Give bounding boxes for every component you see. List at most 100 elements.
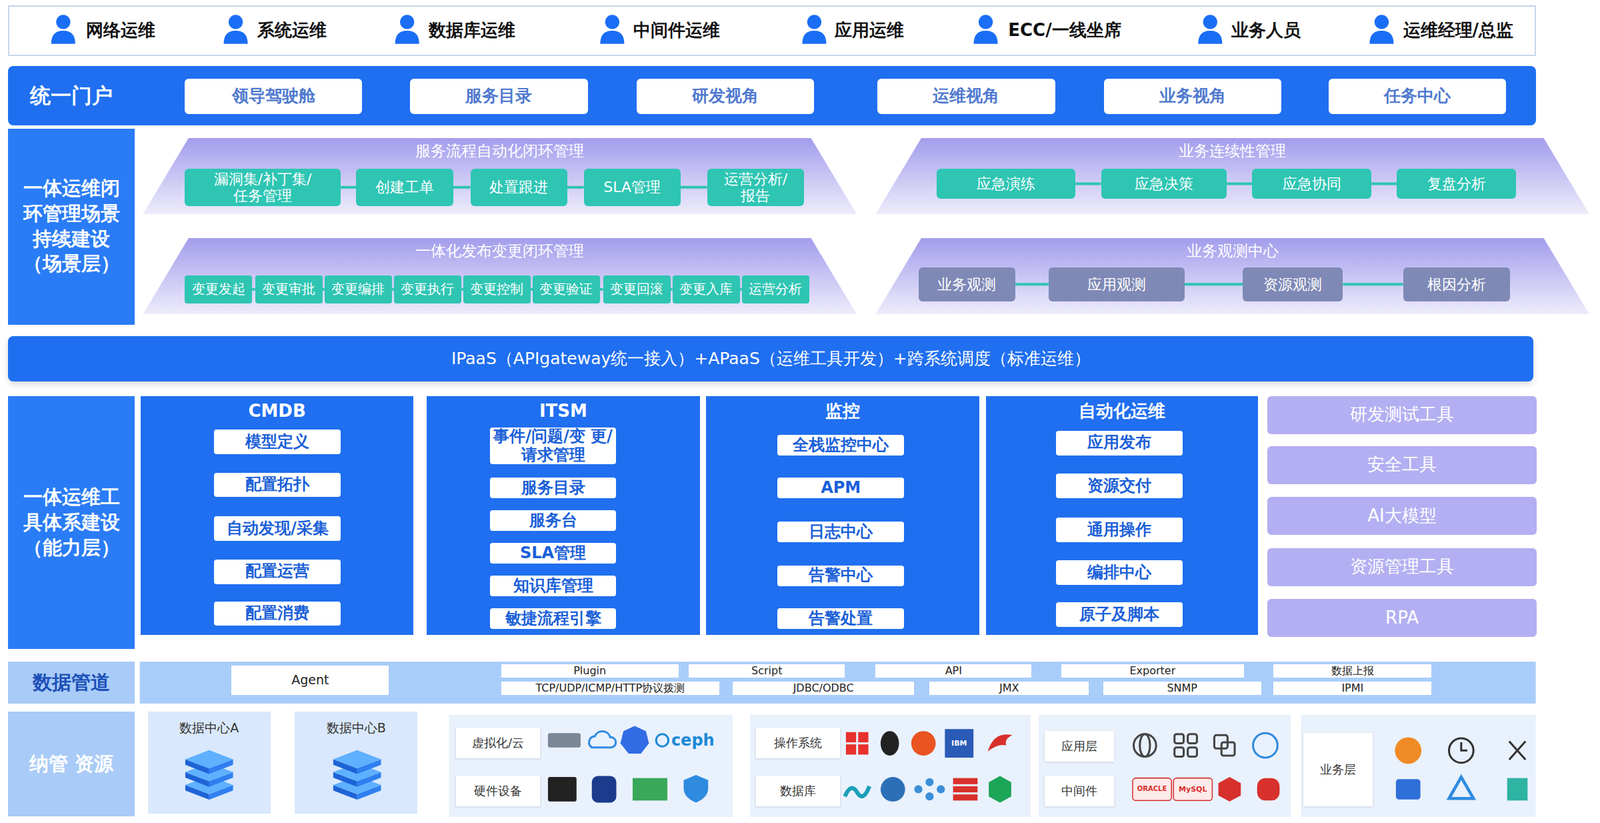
- mysql-icon: [1173, 778, 1212, 801]
- node-text: 变更控制: [470, 281, 524, 297]
- connector-line: [1075, 182, 1101, 185]
- item-box: 服务台: [490, 510, 617, 531]
- node-text: 知识库管理: [513, 576, 594, 596]
- chg-box: 变更发起: [184, 275, 252, 303]
- rl-box: 虚拟化/云: [456, 727, 540, 758]
- item-box: 服务目录: [490, 477, 617, 498]
- node-text: 自动发现/采集: [226, 519, 329, 538]
- connector-line: [1015, 282, 1050, 286]
- node-text: 告警处置: [808, 609, 873, 628]
- person-icon: [802, 14, 826, 44]
- person-icon: [1369, 14, 1394, 44]
- node-text: 运维视角: [932, 86, 1000, 106]
- node-text: 服务台: [529, 511, 578, 530]
- middleware-icons: [1132, 776, 1280, 802]
- role-icons: [51, 14, 1394, 44]
- node-text: 运营分析: [748, 281, 802, 297]
- logo-text: ORACLE: [1132, 781, 1172, 796]
- node-text: 服务目录: [465, 86, 532, 106]
- resource-panel: [448, 714, 733, 817]
- teal-box: 复盘分析: [1396, 168, 1516, 200]
- obs-box: 根因分析: [1403, 267, 1511, 302]
- rl-box: 操作系统: [756, 727, 840, 758]
- graph-icon: [1509, 741, 1526, 760]
- node-text: 应急演练: [976, 175, 1036, 192]
- app-icons: [1134, 732, 1278, 758]
- node-text: 操作系统: [774, 736, 822, 750]
- node-text: 告警中心: [808, 566, 873, 585]
- node-text: 研发测试工具: [1350, 404, 1454, 425]
- node-text: 应急决策: [1134, 175, 1194, 192]
- item-box: 配置消费: [214, 601, 341, 626]
- redis-icon: [953, 794, 978, 800]
- purple-box: AI大模型: [1267, 496, 1537, 535]
- node-text: 一体化发布变更闭环管理: [142, 238, 857, 265]
- teal-box: 应急决策: [1101, 168, 1227, 200]
- trapezoid-fill: [875, 238, 1590, 315]
- clock-icon: [1461, 742, 1468, 750]
- node-text: 根因分析: [1427, 276, 1486, 293]
- db-logo-icon: [925, 792, 934, 800]
- teal-box: 漏洞集/补丁集/ 任务管理: [184, 168, 341, 207]
- k8s-icon: [620, 726, 650, 754]
- node-text: 变更审批: [262, 281, 316, 297]
- vmware-icon: [548, 732, 581, 747]
- node-text: 运营分析/ 报告: [707, 170, 804, 205]
- trapezoid-fill: [875, 138, 1590, 215]
- node-text: 原子及脚本: [1079, 605, 1160, 624]
- node-text: 数据中心B: [326, 711, 386, 736]
- node-text: 安全工具: [1367, 454, 1437, 475]
- node-text: 纳管 资源: [29, 751, 114, 777]
- connector-line: [322, 288, 325, 291]
- teal-box: SLA管理: [584, 168, 681, 207]
- node-text: 变更入库: [679, 281, 733, 297]
- rl-box: 硬件设备: [456, 775, 540, 806]
- pipe-box: Plugin: [501, 664, 679, 678]
- teal-box: 应急演练: [936, 168, 1076, 200]
- pipe-box: JDBC/ODBC: [732, 681, 914, 695]
- obs-box: 资源观测: [1242, 267, 1343, 302]
- pipeline-band: [140, 661, 1536, 704]
- dc-box: 数据中心A: [148, 711, 271, 814]
- person-icon: [395, 14, 420, 44]
- item-box: 告警中心: [777, 565, 904, 586]
- item-box: 编排中心: [1056, 560, 1183, 585]
- node-text: 应急协同: [1282, 175, 1342, 192]
- node-text: 资源观测: [1263, 276, 1322, 293]
- node-text: CMDB: [140, 396, 414, 427]
- connector-line: [340, 186, 356, 189]
- redis-icon: [953, 786, 978, 792]
- middleware-icon: [1218, 776, 1242, 802]
- item-box: 配置拓扑: [214, 472, 341, 498]
- node-text: 数据中心A: [179, 711, 239, 736]
- teal-box: 运营分析/ 报告: [707, 168, 804, 207]
- node-text: 全栈监控中心: [792, 436, 889, 455]
- storage-icon: [592, 776, 617, 803]
- node-text: 一体运维工 具体系建设 （能力层）: [14, 484, 128, 560]
- connector-line: [461, 288, 464, 291]
- linux-icon: [880, 730, 900, 756]
- pipe-box: 数据上报: [1273, 664, 1432, 678]
- node-text: 领导驾驶舱: [232, 86, 316, 106]
- role-name: 应用运维: [834, 5, 904, 57]
- pleft-box: 数据管道: [8, 661, 135, 704]
- oracle-icon: [1132, 778, 1172, 801]
- person-icon: [974, 14, 998, 44]
- person-icon: [600, 14, 624, 44]
- link-icon: [1253, 732, 1278, 758]
- chg-box: 变更入库: [672, 275, 740, 303]
- logo-text: ceph: [669, 729, 716, 750]
- logo-text: MySQL: [1173, 781, 1212, 796]
- node-text: 事件/问题/变 更/请求管理: [490, 427, 617, 464]
- nginx-icon: [988, 776, 1012, 803]
- topband-box: 网络运维系统运维数据库运维中间件运维应用运维ECC/一线坐席业务人员运维经理/总…: [8, 5, 1536, 57]
- windows-icon: [858, 732, 868, 742]
- network-icon: [1448, 776, 1474, 798]
- pipe-box: IPMI: [1273, 681, 1432, 695]
- left-box: 一体运维闭 环管理场景 持续建设 （场景层）: [8, 128, 135, 325]
- node-text: Exporter: [1129, 664, 1176, 677]
- windows-icon: [846, 744, 856, 754]
- db-logo-icon: [880, 776, 906, 802]
- item-box: 知识库管理: [490, 575, 617, 596]
